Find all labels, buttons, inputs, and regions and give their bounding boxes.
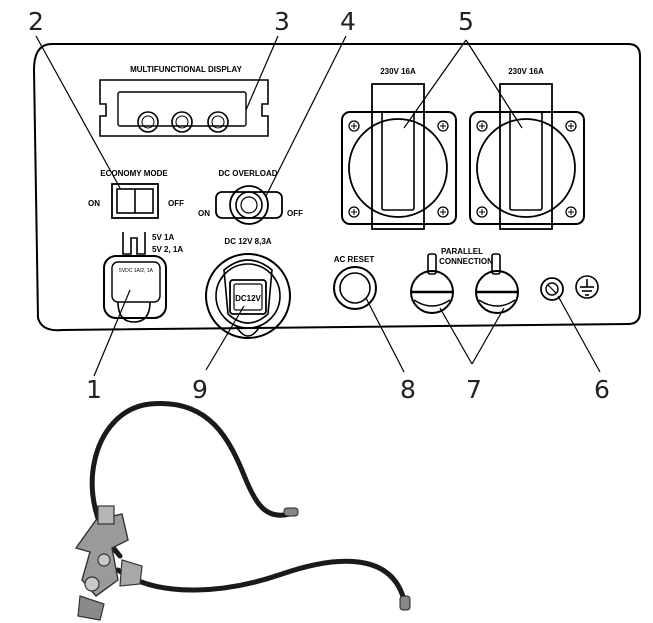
usb-port[interactable]: 5V 1A 5V 2, 1A 5VDC 1A/2, 1A [103, 232, 183, 323]
parallel-connection-terminals[interactable]: PARALLEL CONNECTION [410, 247, 519, 314]
ground-terminal[interactable] [540, 277, 564, 301]
socket-right-label: 230V 16A [508, 67, 544, 76]
ground-symbol-icon [575, 275, 599, 299]
display-led-1 [137, 111, 159, 133]
dc-overload-off-label: OFF [287, 209, 303, 218]
callout-4: 4 [340, 7, 356, 36]
usb-rating-line1: 5V 1A [152, 233, 174, 242]
callout-7: 7 [466, 375, 482, 404]
display-led-2 [171, 111, 193, 133]
callout-8: 8 [400, 375, 416, 404]
ac-socket-right[interactable]: 230V 16A [469, 67, 585, 230]
ac-reset-label: AC RESET [334, 255, 375, 264]
parallel-label-line1: PARALLEL [441, 247, 483, 256]
dc-socket-center-label: DC12V [235, 294, 261, 303]
ac-reset-button[interactable]: AC RESET [333, 255, 377, 310]
socket-left-label: 230V 16A [380, 67, 416, 76]
dc-overload-label: DC OVERLOAD [218, 169, 277, 178]
callout-6: 6 [594, 375, 610, 404]
callout-1: 1 [86, 375, 102, 404]
parallel-label-line2: CONNECTION [439, 257, 493, 266]
callout-3: 3 [274, 7, 290, 36]
multifunctional-display: MULTIFUNCTIONAL DISPLAY [99, 65, 269, 137]
dc-12v-socket[interactable]: DC 12V 8,3A DC12V [205, 237, 291, 339]
economy-mode-label: ECONOMY MODE [100, 169, 168, 178]
dc-overload-breaker[interactable]: DC OVERLOAD ON OFF [198, 169, 303, 225]
ac-socket-left[interactable]: 230V 16A [341, 67, 457, 230]
usb-port-label: 5VDC 1A/2, 1A [119, 268, 154, 274]
callout-5: 5 [458, 7, 474, 36]
dc-socket-rating: DC 12V 8,3A [224, 237, 271, 246]
callout-leaders [35, 35, 601, 377]
display-label: MULTIFUNCTIONAL DISPLAY [130, 65, 243, 74]
economy-on-label: ON [88, 199, 100, 208]
dc-overload-on-label: ON [198, 209, 210, 218]
economy-mode-switch[interactable]: ECONOMY MODE ON OFF [88, 169, 184, 219]
parallel-cable-illustration [74, 400, 411, 621]
display-led-3 [207, 111, 229, 133]
callout-9: 9 [192, 375, 208, 404]
terminal-clamp-icon [74, 505, 143, 621]
usb-rating-line2: 5V 2, 1A [152, 245, 183, 254]
economy-off-label: OFF [168, 199, 184, 208]
panel-outline [32, 43, 641, 332]
callout-2: 2 [28, 7, 44, 36]
